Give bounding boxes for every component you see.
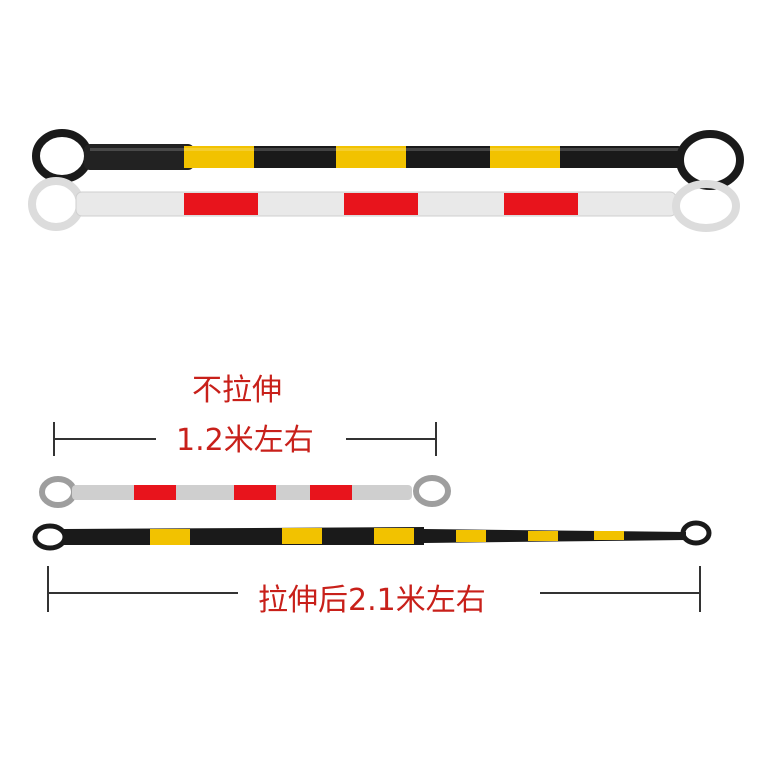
pole-end-ring — [28, 177, 84, 231]
dimension-extended — [47, 566, 701, 612]
pole-highlight — [90, 148, 680, 151]
yellow-stripe — [594, 531, 624, 540]
white-red-pole-top — [28, 177, 740, 232]
red-stripe — [344, 193, 418, 215]
pole-end-ring — [676, 130, 744, 190]
red-stripe — [504, 193, 578, 215]
pole-body — [64, 527, 424, 545]
dimension-short — [53, 422, 437, 456]
label-short-length: 1.2米左右 — [172, 426, 318, 456]
red-stripe — [184, 193, 258, 215]
yellow-stripe — [336, 146, 406, 168]
yellow-stripe — [150, 529, 190, 545]
black-yellow-pole-top — [32, 129, 744, 190]
grey-red-pole-unextended — [39, 475, 451, 508]
black-yellow-pole-extended — [32, 520, 712, 551]
red-stripe — [234, 485, 276, 500]
yellow-stripe — [456, 530, 486, 542]
yellow-stripe — [374, 528, 414, 544]
label-extended-length: 拉伸后2.1米左右 — [254, 586, 490, 616]
pole-end-ring — [680, 520, 712, 546]
red-stripe — [310, 485, 352, 500]
yellow-stripe — [490, 146, 560, 168]
yellow-stripe — [528, 531, 558, 541]
red-stripe — [134, 485, 176, 500]
pole-sleeve — [84, 144, 194, 170]
pole-end-ring — [39, 476, 77, 508]
pole-end-ring — [32, 129, 92, 183]
label-unextended: 不拉伸 — [188, 376, 286, 406]
yellow-stripe — [184, 146, 254, 168]
pole-end-ring — [32, 523, 68, 551]
pole-end-ring — [413, 475, 451, 507]
yellow-stripe — [282, 528, 322, 544]
pole-end-ring — [672, 180, 740, 232]
